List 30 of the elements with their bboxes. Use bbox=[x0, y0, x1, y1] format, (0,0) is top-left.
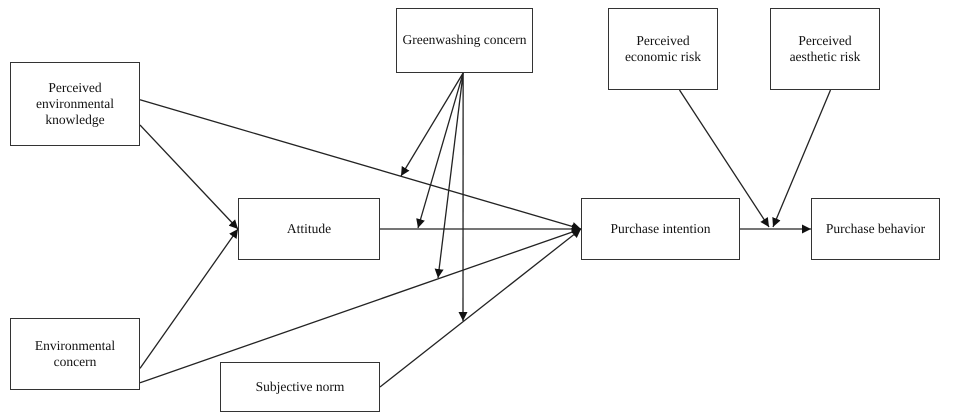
concept-box bbox=[10, 62, 140, 146]
arrow bbox=[140, 99, 582, 231]
concept-label: Subjective norm bbox=[254, 378, 346, 396]
concept-label: Perceived aesthetic risk bbox=[788, 32, 862, 66]
concept-label: Perceived environmental knowledge bbox=[35, 80, 115, 128]
arrow bbox=[740, 224, 811, 234]
moderation-arrow bbox=[434, 72, 464, 278]
moderation-arrow bbox=[400, 72, 464, 176]
moderation-arrow bbox=[416, 72, 464, 228]
moderation-arrow bbox=[678, 90, 770, 228]
concept-label: Purchase intention bbox=[609, 220, 712, 238]
concept-box bbox=[220, 362, 380, 412]
moderation-arrow bbox=[772, 90, 832, 228]
concept-label: Environmental concern bbox=[34, 338, 116, 370]
concept-box bbox=[581, 198, 740, 260]
arrow bbox=[140, 124, 238, 230]
arrow bbox=[380, 224, 581, 234]
concept-box bbox=[811, 198, 940, 260]
concept-box bbox=[770, 8, 880, 90]
concept-label: Greenwashing concern bbox=[401, 32, 528, 49]
concept-label: Perceived economic risk bbox=[624, 32, 702, 66]
concept-box bbox=[10, 318, 140, 390]
concept-label: Purchase behavior bbox=[824, 220, 926, 238]
arrow bbox=[380, 228, 582, 388]
concept-box bbox=[238, 198, 380, 260]
concept-box bbox=[608, 8, 718, 90]
concept-label: Attitude bbox=[286, 220, 332, 238]
moderation-arrow bbox=[458, 73, 468, 321]
concept-box bbox=[396, 8, 533, 73]
arrow bbox=[139, 228, 239, 369]
